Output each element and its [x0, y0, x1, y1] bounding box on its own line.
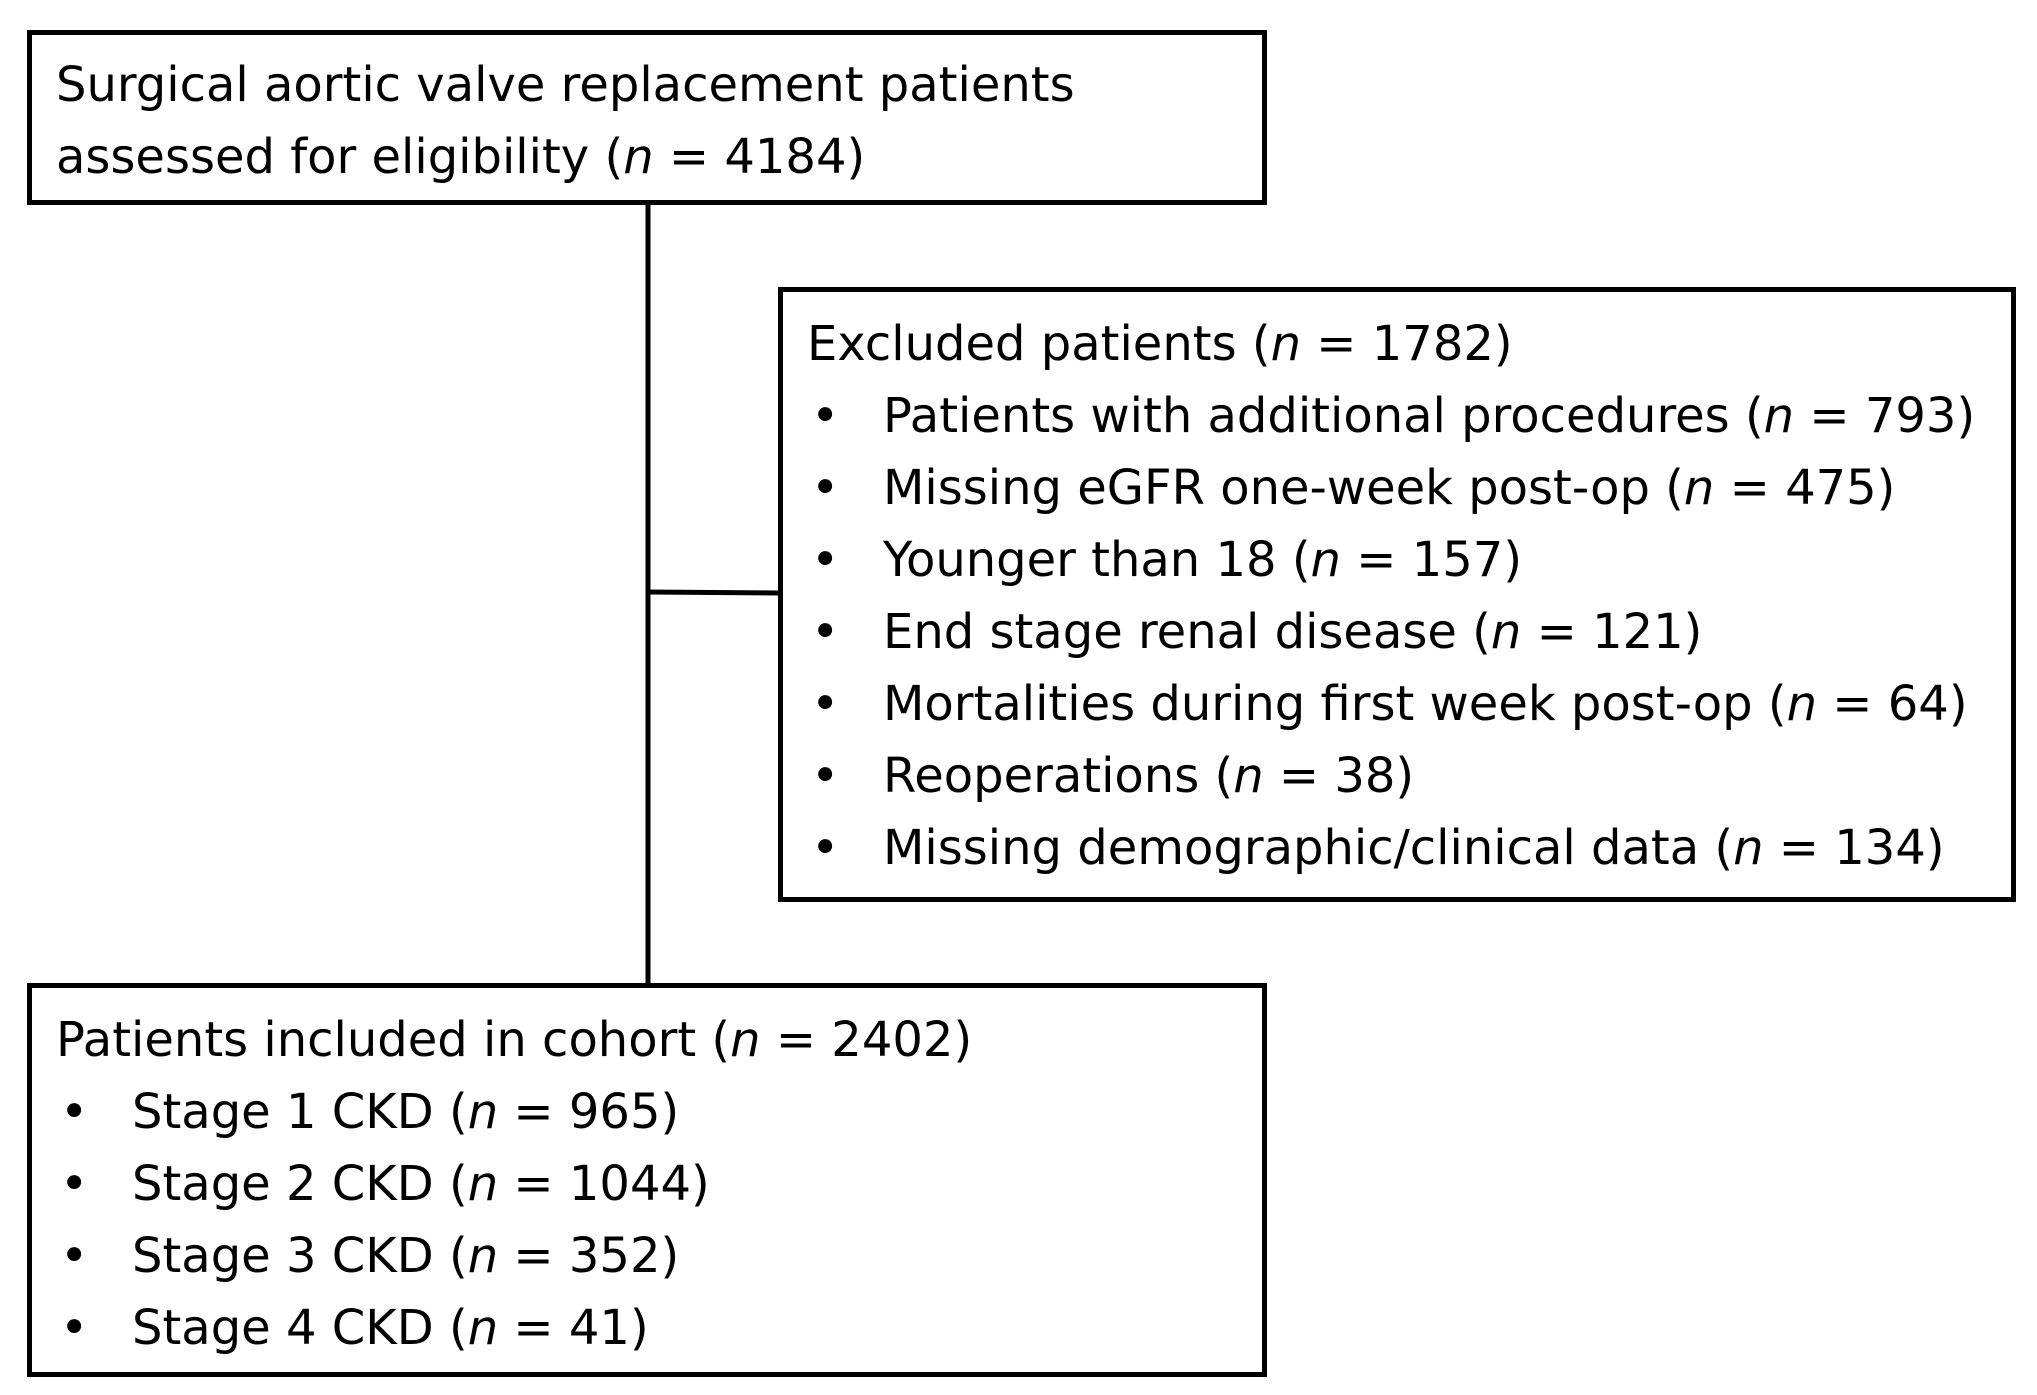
n-symbol: n: [730, 1012, 761, 1068]
exclusion-reason-label: Reoperations (: [883, 748, 1234, 804]
n-symbol: n: [467, 1156, 499, 1212]
ckd-stage-label: Stage 4 CKD (: [132, 1300, 468, 1356]
exclusion-reason-label: End stage renal disease (: [883, 604, 1491, 660]
screened-count: = 4184): [653, 129, 866, 185]
branch-to-excluded-line: [647, 589, 781, 596]
ckd-stage-count: = 41): [498, 1300, 649, 1356]
ckd-stage-item: • Stage 4 CKD (n = 41): [56, 1292, 1262, 1364]
exclusion-reason-count: = 157): [1340, 532, 1523, 588]
ckd-stage-label: Stage 1 CKD (: [132, 1084, 468, 1140]
ckd-stage-label: Stage 2 CKD (: [132, 1156, 468, 1212]
ckd-stage-count: = 1044): [498, 1156, 710, 1212]
bullet-glyph: •: [60, 1228, 89, 1284]
exclusion-reason-count: = 475): [1714, 460, 1896, 516]
bullet-glyph: •: [60, 1156, 89, 1212]
n-symbol: n: [1490, 604, 1522, 660]
n-symbol: n: [623, 129, 654, 185]
exclusion-reason-item: • Missing eGFR one-week post-op (n = 475): [807, 452, 2011, 524]
bullet-glyph: •: [811, 388, 840, 444]
bullet-glyph: •: [811, 820, 840, 876]
bullet-glyph: •: [811, 676, 840, 732]
bullet-glyph: •: [60, 1300, 89, 1356]
screened-title-line-1: Surgical aortic valve replacement patien…: [56, 57, 1075, 113]
exclusion-reason-label: Mortalities during first week post-op (: [883, 676, 1787, 732]
ckd-stage-label: Stage 3 CKD (: [132, 1228, 468, 1284]
n-symbol: n: [1786, 676, 1818, 732]
ckd-stage-item: • Stage 3 CKD (n = 352): [56, 1220, 1262, 1292]
exclusion-reason-label: Younger than 18 (: [883, 532, 1311, 588]
exclusion-reason-item: • Reoperations (n = 38): [807, 740, 2011, 812]
bullet-glyph: •: [811, 748, 840, 804]
exclusion-reason-item: • End stage renal disease (n = 121): [807, 596, 2011, 668]
exclusion-reason-item: • Mortalities during first week post-op (…: [807, 668, 2011, 740]
n-symbol: n: [1763, 388, 1795, 444]
n-symbol: n: [467, 1228, 499, 1284]
exclusion-reason-label: Missing eGFR one-week post-op (: [883, 460, 1684, 516]
screened-patients-box: Surgical aortic valve replacement patien…: [27, 30, 1267, 205]
ckd-stage-count: = 352): [498, 1228, 680, 1284]
n-symbol: n: [1270, 316, 1301, 372]
exclusion-reason-count: = 134): [1763, 820, 1945, 876]
screened-label: assessed for eligibility (: [56, 129, 624, 185]
exclusion-reason-item: • Missing demographic/clinical data (n = …: [807, 812, 2011, 884]
ckd-stage-item: • Stage 1 CKD (n = 965): [56, 1076, 1262, 1148]
excluded-header: Excluded patients (n = 1782): [807, 308, 2011, 380]
included-header-label: Patients included in cohort (: [56, 1012, 731, 1068]
exclusion-reason-count: = 793): [1794, 388, 1976, 444]
n-symbol: n: [1310, 532, 1341, 588]
exclusion-reason-count: = 121): [1521, 604, 1703, 660]
n-symbol: n: [467, 1300, 499, 1356]
n-symbol: n: [1733, 820, 1764, 876]
bullet-glyph: •: [811, 532, 840, 588]
excluded-header-count: = 1782): [1301, 316, 1513, 372]
ckd-stage-count: = 965): [498, 1084, 680, 1140]
exclusion-reason-label: Patients with additional procedures (: [883, 388, 1764, 444]
exclusion-reason-label: Missing demographic/clinical data (: [883, 820, 1734, 876]
exclusion-reason-count: = 64): [1817, 676, 1968, 732]
exclusion-reason-count: = 38): [1263, 748, 1415, 804]
included-patients-box: Patients included in cohort (n = 2402) •…: [27, 983, 1267, 1377]
included-header-count: = 2402): [760, 1012, 973, 1068]
n-symbol: n: [1683, 460, 1715, 516]
ckd-stage-item: • Stage 2 CKD (n = 1044): [56, 1148, 1262, 1220]
n-symbol: n: [467, 1084, 499, 1140]
n-symbol: n: [1233, 748, 1264, 804]
excluded-header-label: Excluded patients (: [807, 316, 1271, 372]
bullet-glyph: •: [60, 1084, 89, 1140]
excluded-patients-box: Excluded patients (n = 1782) •Patients w…: [778, 287, 2016, 902]
bullet-glyph: •: [811, 604, 840, 660]
included-header: Patients included in cohort (n = 2402): [56, 1004, 1262, 1076]
exclusion-reason-item: • Younger than 18 (n = 157): [807, 524, 2011, 596]
exclusion-reason-item: •Patients with additional procedures (n …: [807, 380, 2011, 452]
bullet-glyph: •: [811, 460, 840, 516]
screened-title-line-2: assessed for eligibility (n = 4184): [56, 121, 1262, 193]
